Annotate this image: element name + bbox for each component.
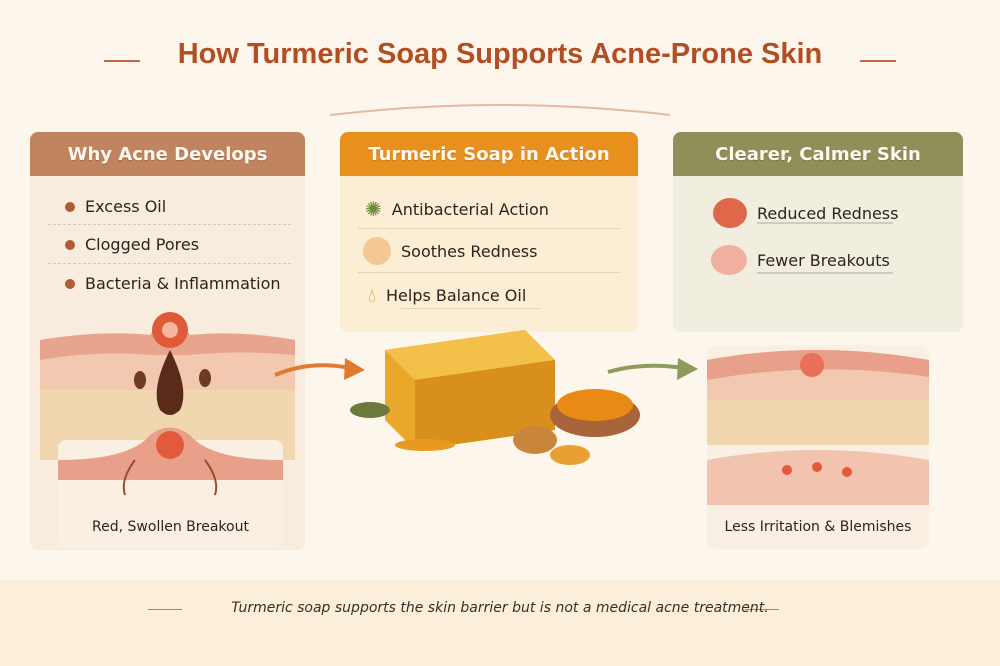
acne-skin-illustration — [40, 312, 295, 548]
list-item-label: Helps Balance Oil — [386, 285, 527, 305]
arrow-right-icon — [274, 358, 365, 380]
divider — [400, 308, 540, 309]
list-item: Soothes Redness — [363, 237, 537, 265]
footnote-dash-left — [148, 609, 182, 610]
divider — [757, 222, 893, 224]
title-dash-right — [860, 60, 896, 62]
list-item-label: Antibacterial Action — [391, 199, 549, 219]
bullet-icon — [65, 239, 75, 250]
bullet-icon — [65, 201, 75, 212]
list-item-label: Soothes Redness — [401, 241, 538, 261]
oil-drop-icon: 💧︎ — [368, 283, 376, 307]
card-heading: Why Acne Develops — [30, 132, 305, 176]
list-item: Excess Oil — [65, 197, 166, 216]
bullet-icon — [65, 278, 75, 289]
arrow-right-icon — [607, 358, 698, 380]
list-item-label: Reduced Redness — [757, 203, 899, 223]
card-clearer-calmer-skin: Clearer, Calmer Skin — [673, 132, 963, 332]
divider — [48, 224, 291, 225]
page-title: How Turmeric Soap Supports Acne-Prone Sk… — [177, 38, 823, 70]
divider — [48, 263, 291, 264]
list-item: Clogged Pores — [65, 235, 199, 254]
card-heading: Clearer, Calmer Skin — [673, 132, 963, 176]
list-item: 💧︎ Helps Balance Oil — [368, 283, 526, 307]
list-item: ✺ Antibacterial Action — [365, 197, 549, 221]
list-item-label: Fewer Breakouts — [757, 250, 890, 270]
germ-icon: ✺ — [365, 197, 382, 221]
clear-skin-illustration — [707, 350, 929, 505]
list-item-label: Clogged Pores — [85, 235, 200, 254]
footer-band — [0, 580, 1000, 666]
divider — [757, 272, 893, 274]
list-item-label: Bacteria & Inflammation — [85, 274, 281, 293]
turmeric-soap-illustration — [350, 330, 640, 465]
footnote-dash-right — [745, 609, 779, 610]
card-turmeric-soap-in-action: Turmeric Soap in Action — [340, 132, 638, 332]
list-item: Fewer Breakouts — [711, 245, 890, 275]
caption-less-irritation: Less Irritation & Blemishes — [724, 519, 912, 535]
divider — [358, 272, 620, 273]
card-heading: Turmeric Soap in Action — [340, 132, 638, 176]
title-arc-decoration — [329, 104, 671, 116]
list-item: Reduced Redness — [713, 198, 898, 228]
divider — [358, 228, 620, 229]
skin-cross-section-icon — [711, 245, 747, 275]
reduced-redness-icon — [713, 198, 747, 228]
list-item-label: Excess Oil — [85, 197, 167, 216]
footnote-disclaimer: Turmeric soap supports the skin barrier … — [231, 600, 769, 616]
calm-face-icon — [363, 237, 391, 265]
list-item: Bacteria & Inflammation — [65, 274, 281, 293]
title-dash-left — [104, 60, 140, 62]
caption-red-swollen-breakout: Red, Swollen Breakout — [92, 519, 249, 535]
